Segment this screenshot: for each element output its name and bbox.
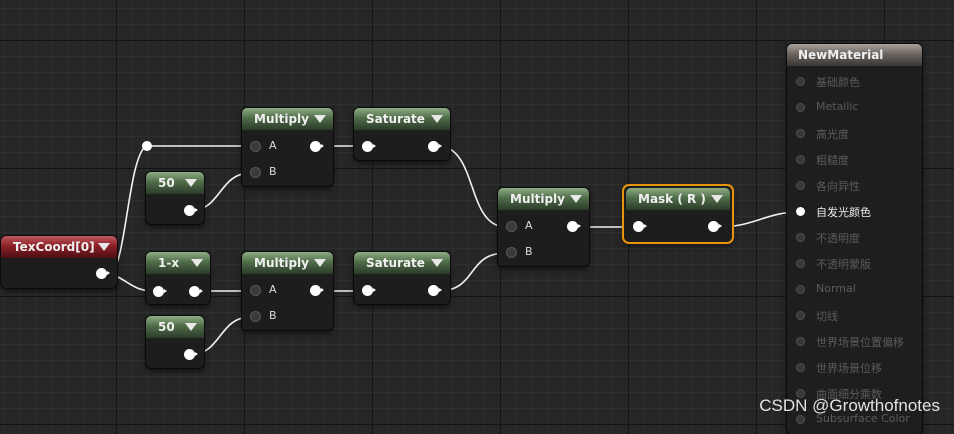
mask-node[interactable]: Mask ( R ) bbox=[624, 186, 732, 242]
multiply-node-bottom-header[interactable]: Multiply bbox=[242, 252, 333, 274]
collapse-arrow-icon[interactable] bbox=[185, 179, 197, 187]
watermark: CSDN @Growthofnotes bbox=[759, 396, 940, 415]
constant-node-bottom[interactable]: 50 bbox=[146, 316, 204, 368]
material-input-label: Metallic bbox=[816, 100, 859, 113]
multiply-final-input-b-label: B bbox=[525, 245, 533, 258]
one-minus-input-pin[interactable] bbox=[153, 286, 167, 297]
material-input-pin[interactable] bbox=[796, 129, 805, 138]
multiply-top-input-a-pin[interactable] bbox=[250, 141, 261, 152]
material-input-pin[interactable] bbox=[796, 389, 805, 398]
collapse-arrow-icon[interactable] bbox=[431, 115, 443, 123]
saturate-node-top[interactable]: Saturate bbox=[354, 108, 450, 160]
multiply-bottom-input-b-pin[interactable] bbox=[250, 311, 261, 322]
material-input-label: 各向异性 bbox=[816, 180, 860, 193]
multiply-final-output-pin[interactable] bbox=[567, 221, 581, 232]
material-input-label: 基础颜色 bbox=[816, 76, 860, 89]
multiply-node-top-header[interactable]: Multiply bbox=[242, 108, 333, 130]
multiply-node-bottom-title: Multiply bbox=[254, 256, 309, 270]
material-input-label: 高光度 bbox=[816, 128, 849, 141]
material-result-node[interactable]: NewMaterial 基础颜色 Metallic 高光度粗糙度各向异性自发光颜色不… bbox=[787, 44, 922, 434]
material-result-header[interactable]: NewMaterial bbox=[787, 44, 922, 66]
multiply-bottom-input-a-label: A bbox=[269, 283, 277, 296]
material-result-title: NewMaterial bbox=[798, 48, 884, 62]
multiply-node-final[interactable]: Multiply A B bbox=[498, 188, 589, 266]
texcoord-output-pin[interactable] bbox=[96, 268, 110, 279]
saturate-bottom-input-pin[interactable] bbox=[362, 285, 376, 296]
material-input-label: 不透明蒙版 bbox=[816, 258, 871, 271]
material-input-label: Normal bbox=[816, 282, 856, 295]
saturate-node-bottom[interactable]: Saturate bbox=[354, 252, 450, 304]
one-minus-node-header[interactable]: 1-x bbox=[146, 252, 210, 274]
material-input-label: 世界场景位置偏移 bbox=[816, 336, 904, 349]
multiply-node-bottom[interactable]: Multiply A B bbox=[242, 252, 333, 330]
multiply-top-output-pin[interactable] bbox=[310, 141, 324, 152]
constant-node-top[interactable]: 50 bbox=[146, 172, 204, 224]
saturate-bottom-output-pin[interactable] bbox=[428, 285, 442, 296]
one-minus-node-title: 1-x bbox=[158, 256, 180, 270]
saturate-top-output-pin[interactable] bbox=[428, 141, 442, 152]
texcoord-node-header[interactable]: TexCoord[0] bbox=[1, 236, 117, 258]
material-input-pin[interactable] bbox=[796, 103, 805, 112]
texcoord-node[interactable]: TexCoord[0] bbox=[1, 236, 117, 288]
multiply-top-input-b-pin[interactable] bbox=[250, 167, 261, 178]
material-input-label: 自发光颜色 bbox=[816, 206, 871, 219]
one-minus-node[interactable]: 1-x bbox=[146, 252, 210, 304]
material-input-pin[interactable] bbox=[796, 285, 805, 294]
multiply-final-input-a-pin[interactable] bbox=[506, 221, 517, 232]
material-input-pin[interactable] bbox=[796, 259, 805, 268]
material-input-label: 不透明度 bbox=[816, 232, 860, 245]
constant-node-top-title: 50 bbox=[158, 176, 175, 190]
mask-input-pin[interactable] bbox=[633, 221, 647, 232]
material-input-label: 世界场景位移 bbox=[816, 362, 882, 375]
collapse-arrow-icon[interactable] bbox=[185, 323, 197, 331]
material-input-label: 曲面细分乘数 bbox=[816, 388, 882, 401]
mask-node-header[interactable]: Mask ( R ) bbox=[626, 188, 730, 210]
material-input-pin[interactable] bbox=[796, 415, 805, 424]
material-input-pin[interactable] bbox=[796, 337, 805, 346]
multiply-node-top-title: Multiply bbox=[254, 112, 309, 126]
multiply-final-input-b-pin[interactable] bbox=[506, 247, 517, 258]
multiply-top-input-a-label: A bbox=[269, 139, 277, 152]
collapse-arrow-icon[interactable] bbox=[570, 195, 582, 203]
collapse-arrow-icon[interactable] bbox=[431, 259, 443, 267]
saturate-node-top-title: Saturate bbox=[366, 112, 425, 126]
material-input-pin[interactable] bbox=[796, 181, 805, 190]
multiply-top-input-b-label: B bbox=[269, 165, 277, 178]
material-input-label: 切线 bbox=[816, 310, 838, 323]
multiply-bottom-input-b-label: B bbox=[269, 309, 277, 322]
saturate-top-input-pin[interactable] bbox=[362, 141, 376, 152]
mask-node-title: Mask ( R ) bbox=[638, 192, 706, 206]
material-input-pin[interactable] bbox=[796, 207, 805, 216]
collapse-arrow-icon[interactable] bbox=[98, 243, 110, 251]
collapse-arrow-icon[interactable] bbox=[191, 259, 203, 267]
multiply-bottom-output-pin[interactable] bbox=[310, 285, 324, 296]
collapse-arrow-icon[interactable] bbox=[314, 259, 326, 267]
constant-node-bottom-title: 50 bbox=[158, 320, 175, 334]
saturate-node-top-header[interactable]: Saturate bbox=[354, 108, 450, 130]
texcoord-node-title: TexCoord[0] bbox=[13, 240, 95, 254]
collapse-arrow-icon[interactable] bbox=[314, 115, 326, 123]
material-input-label: 粗糙度 bbox=[816, 154, 849, 167]
reroute-node bbox=[142, 141, 152, 151]
multiply-node-final-title: Multiply bbox=[510, 192, 565, 206]
saturate-node-bottom-header[interactable]: Saturate bbox=[354, 252, 450, 274]
collapse-arrow-icon[interactable] bbox=[711, 195, 723, 203]
constant-bottom-output-pin[interactable] bbox=[184, 349, 198, 360]
material-input-pin[interactable] bbox=[796, 233, 805, 242]
mask-output-pin[interactable] bbox=[708, 221, 722, 232]
material-input-pin[interactable] bbox=[796, 311, 805, 320]
material-input-pin[interactable] bbox=[796, 77, 805, 86]
constant-top-output-pin[interactable] bbox=[184, 205, 198, 216]
constant-node-top-header[interactable]: 50 bbox=[146, 172, 204, 194]
one-minus-output-pin[interactable] bbox=[189, 286, 203, 297]
multiply-node-final-header[interactable]: Multiply bbox=[498, 188, 589, 210]
multiply-node-top[interactable]: Multiply A B bbox=[242, 108, 333, 186]
material-input-pin[interactable] bbox=[796, 155, 805, 164]
constant-node-bottom-header[interactable]: 50 bbox=[146, 316, 204, 338]
multiply-final-input-a-label: A bbox=[525, 219, 533, 232]
material-input-pin[interactable] bbox=[796, 363, 805, 372]
saturate-node-bottom-title: Saturate bbox=[366, 256, 425, 270]
multiply-bottom-input-a-pin[interactable] bbox=[250, 285, 261, 296]
